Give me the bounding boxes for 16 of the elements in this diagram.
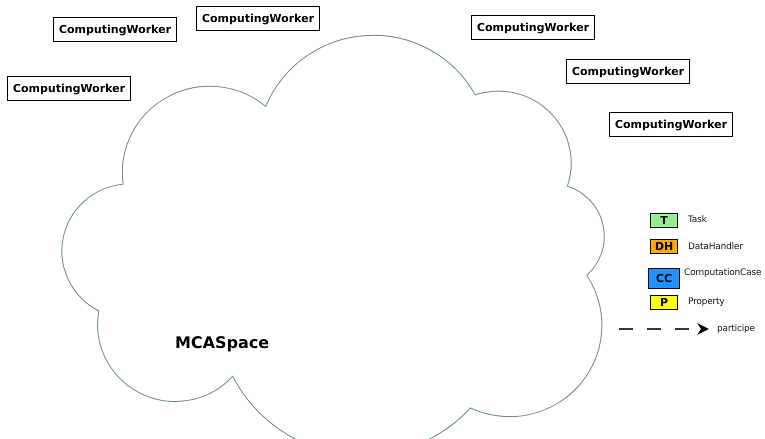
legend-swatch: P (650, 295, 678, 310)
legend-label: participe (717, 324, 755, 334)
worker-box: ComputingWorker (471, 15, 595, 40)
cloud-label: MCASpace (175, 333, 270, 352)
legend-label: Task (688, 215, 707, 225)
worker-box: ComputingWorker (53, 17, 177, 42)
worker-box: ComputingWorker (609, 112, 733, 137)
legend-label: Property (688, 297, 724, 307)
legend-swatch: CC (648, 268, 680, 289)
legend-swatch: DH (650, 239, 678, 254)
worker-box: ComputingWorker (196, 6, 320, 31)
worker-box: ComputingWorker (7, 76, 131, 101)
worker-box: ComputingWorker (566, 59, 690, 84)
legend-label: DataHandler (688, 242, 743, 252)
legend-swatch: T (650, 213, 678, 228)
legend-label: ComputationCase (684, 268, 762, 278)
